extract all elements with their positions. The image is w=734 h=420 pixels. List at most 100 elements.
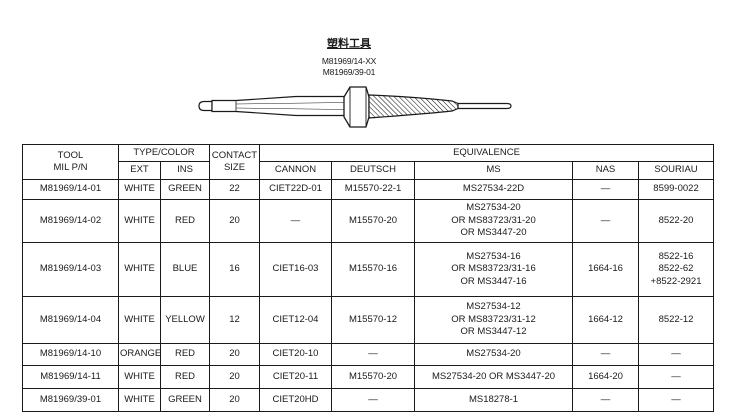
header-deutsch: DEUTSCH <box>331 161 415 180</box>
cell-souriau: 8522-12 <box>637 296 715 344</box>
tool-tapered-body <box>211 95 346 117</box>
cell-line: OR MS3447-16 <box>460 275 527 287</box>
cell-cannon: CIET20-11 <box>259 365 332 389</box>
cell-line: 8522-16 <box>658 250 694 262</box>
header-line: MIL P/N <box>53 162 88 173</box>
cell-tool-part-number: M81969/14-11 <box>22 365 119 389</box>
cell-contact-size: 20 <box>209 343 260 366</box>
cell-line: — <box>671 393 681 405</box>
cell-ins-color: RED <box>160 365 210 389</box>
cell-souriau: 8599-0022 <box>637 179 715 200</box>
header-line: SIZE <box>223 162 246 173</box>
cell-nas: — <box>572 199 639 243</box>
cell-cannon: CIET22D-01 <box>259 179 332 200</box>
cell-ins-color: BLUE <box>160 242 210 297</box>
header-tool-mil-pn: TOOL MIL P/N <box>22 144 119 180</box>
cell-tool-part-number: M81969/14-01 <box>22 179 119 200</box>
cell-deutsch: M15570-20 <box>331 199 415 243</box>
cell-line: — <box>671 370 681 382</box>
cell-line: OR MS83723/31-16 <box>451 263 536 275</box>
cell-contact-size: 12 <box>209 296 260 344</box>
cell-cannon: CIET12-04 <box>259 296 332 344</box>
cell-nas: 1664-20 <box>572 365 639 389</box>
cell-ins-color: GREEN <box>160 179 210 200</box>
cell-line: MS27534-20 <box>466 348 521 360</box>
cell-ins-color: RED <box>160 343 210 366</box>
cell-ms: MS18278-1 <box>414 388 573 412</box>
header-ins: INS <box>160 161 210 180</box>
cell-line: MS18278-1 <box>468 393 519 405</box>
cell-line: MS27534-20 OR MS3447-20 <box>431 370 556 382</box>
cell-contact-size: 22 <box>209 179 260 200</box>
cell-line: MS27534-22D <box>462 183 525 195</box>
cell-tool-part-number: M81969/14-02 <box>22 199 119 243</box>
cell-cannon: — <box>259 199 332 243</box>
document-title: 塑料工具 <box>327 37 371 50</box>
cell-line: MS27534-16 <box>466 250 521 262</box>
cell-line: 8522-20 <box>658 214 694 226</box>
header-row: EXT INS CANNON DEUTSCH MS NAS SOURIAU <box>23 161 715 180</box>
cell-tool-part-number: M81969/14-10 <box>22 343 119 366</box>
cell-line: OR MS83723/31-20 <box>451 214 536 226</box>
cell-line: OR MS83723/31-12 <box>451 313 536 325</box>
header-ms: MS <box>414 161 573 180</box>
part-number-block: M81969/14-XX M81969/39-01 <box>299 56 399 78</box>
cell-ext-color: WHITE <box>118 179 161 200</box>
part-number-line: M81969/14-XX <box>321 56 377 66</box>
header-nas: NAS <box>572 161 639 180</box>
tool-bore-line <box>235 102 346 105</box>
cell-contact-size: 16 <box>209 242 260 297</box>
cell-deutsch: M15570-22-1 <box>331 179 415 200</box>
header-cannon: CANNON <box>259 161 332 180</box>
cell-deutsch: — <box>331 343 415 366</box>
header-line: TOOL <box>57 149 84 161</box>
header-ext: EXT <box>118 161 161 180</box>
cell-nas: — <box>572 179 639 200</box>
cell-deutsch: — <box>331 388 415 412</box>
cell-contact-size: 20 <box>209 388 260 412</box>
cell-souriau: — <box>637 343 715 366</box>
cell-ext-color: WHITE <box>118 242 161 297</box>
cell-nas: — <box>572 388 639 412</box>
cell-line: — <box>671 348 681 360</box>
cell-line: MS27534-20 <box>466 202 521 214</box>
cell-line: 8522-12 <box>658 313 694 325</box>
cell-contact-size: 20 <box>209 199 260 243</box>
cell-tool-part-number: M81969/39-01 <box>22 388 119 412</box>
tool-collar <box>343 86 370 128</box>
cell-tool-part-number: M81969/14-04 <box>22 296 119 344</box>
cell-souriau: — <box>637 388 715 412</box>
cell-nas: 1664-16 <box>572 242 639 297</box>
cell-ext-color: WHITE <box>118 365 161 389</box>
cell-line: 8522-62 <box>658 263 694 275</box>
part-number-line: M81969/39-01 <box>322 67 376 77</box>
cell-ms: MS27534-20 <box>414 343 573 366</box>
cell-souriau: — <box>637 365 715 389</box>
cell-line: 8599-0022 <box>653 183 699 195</box>
header-type-color: TYPE/COLOR <box>118 144 210 162</box>
header-contact-size: CONTACT SIZE <box>209 144 260 180</box>
cell-tool-part-number: M81969/14-03 <box>22 242 119 297</box>
cell-ins-color: YELLOW <box>160 296 210 344</box>
cell-cannon: CIET20HD <box>259 388 332 412</box>
header-souriau: SOURIAU <box>637 161 715 180</box>
cell-nas: 1664-12 <box>572 296 639 344</box>
cell-deutsch: M15570-20 <box>331 365 415 389</box>
cell-nas: — <box>572 343 639 366</box>
table-header: TOOL MIL P/N TYPE/COLOR CONTACT SIZE EQU… <box>22 144 715 180</box>
cell-ext-color: ORANGE <box>118 343 161 366</box>
cell-cannon: CIET20-10 <box>259 343 332 366</box>
cell-ms: MS27534-22D <box>414 179 573 200</box>
cell-line: OR MS3447-20 <box>460 227 527 239</box>
equivalence-table: TOOL MIL P/N TYPE/COLOR CONTACT SIZE EQU… <box>22 144 715 412</box>
cell-ins-color: GREEN <box>160 388 210 412</box>
